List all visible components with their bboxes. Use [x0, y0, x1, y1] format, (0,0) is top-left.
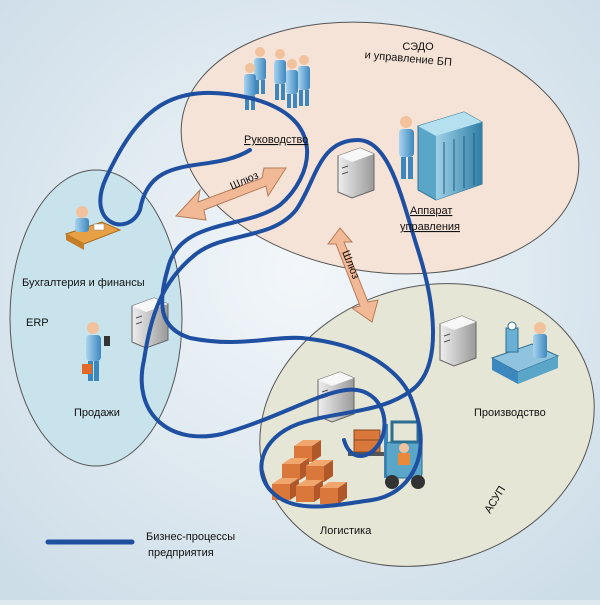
sedo-zone [180, 21, 580, 275]
sales-person-icon [82, 322, 110, 381]
legend: Бизнес-процессы предприятия [45, 531, 235, 559]
sales-label: Продажи [74, 407, 120, 419]
business-process-line [98, 90, 436, 509]
server-icon [439, 315, 477, 367]
sedo-title: СЭДО [402, 41, 434, 53]
operator-icon [399, 116, 414, 179]
legend-label-line2: предприятия [148, 547, 214, 559]
server-icon [337, 147, 375, 199]
apparatus-label-line2: управления [400, 221, 460, 233]
production-label: Производство [474, 407, 546, 419]
management-label: Руководство [244, 134, 308, 146]
accounting-label: Бухгалтерия и финансы [22, 277, 145, 289]
erp-title: ERP [26, 317, 49, 329]
server-icon [317, 371, 355, 423]
people-group-icon [244, 47, 310, 110]
production-machine-icon [490, 321, 560, 384]
server-rack-icon [417, 111, 483, 201]
apparatus-label-line1: Аппарат [410, 205, 452, 217]
erp-zone [9, 169, 183, 467]
legend-label-line1: Бизнес-процессы [146, 531, 235, 543]
boxes-icon [272, 440, 347, 504]
accountant-desk-icon [64, 206, 122, 250]
logistics-label: Логистика [320, 525, 372, 537]
